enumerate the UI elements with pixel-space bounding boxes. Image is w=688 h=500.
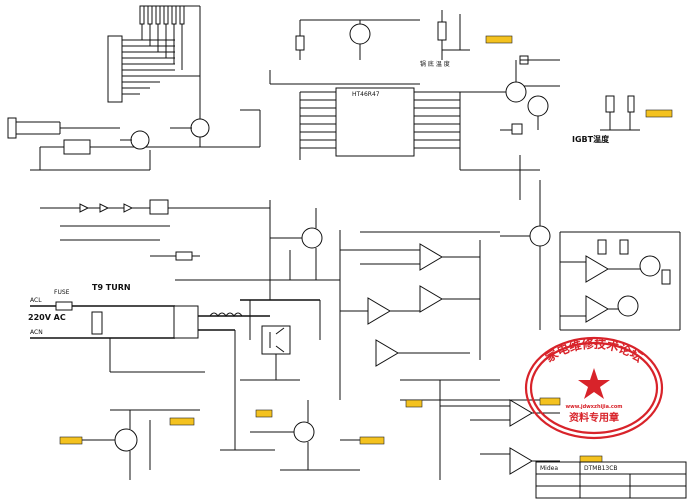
title-company: Midea (540, 465, 558, 472)
right-transistor (460, 155, 551, 330)
bottom-left-transistor (59, 409, 200, 480)
star-icon (578, 368, 610, 399)
tag-pan (485, 35, 513, 44)
mcu-chip: HT46R47 (269, 70, 461, 170)
comparator-group-bottom (400, 380, 603, 480)
pan-temp-label: 锅 底 温 度 (420, 60, 450, 68)
title-block: DTMB13CB Midea (535, 461, 687, 499)
tag-center-2 (255, 409, 273, 418)
watermark-stamp: 家电维修技术论坛 www.jdwxzhijia.com 资料专用章 (524, 336, 664, 440)
ac-input-section: T9 TURN ACL ACN 220V AC FUSE (28, 279, 275, 451)
tag-igbt (645, 109, 673, 118)
fuse-label: FUSE (54, 289, 70, 296)
igbt-temp-label: IGBT温度 (572, 134, 610, 144)
tag-center (359, 436, 385, 445)
comparator-group-right (559, 231, 681, 331)
stamp-bottom-text: 资料专用章 (569, 411, 619, 424)
acn-label: ACN (30, 329, 43, 336)
buzzer-driver (460, 55, 560, 135)
acl-label: ACL (30, 297, 42, 304)
tag-left-2 (169, 417, 195, 426)
stamp-top-text: 家电维修技术论坛 (542, 336, 645, 365)
turn-label: T9 TURN (92, 283, 131, 292)
led-resistor-bank (139, 5, 201, 100)
fan-transistor (295, 19, 420, 60)
tag-left (59, 436, 83, 445)
bottom-center-transistor (250, 399, 423, 471)
tag-center-3 (405, 399, 423, 408)
comparator-group-middle (339, 230, 500, 400)
choke-coil (209, 299, 321, 340)
rectifier-section (40, 199, 271, 300)
regulator-section (7, 100, 261, 171)
tag-bottom-1 (539, 397, 561, 406)
stamp-url: www.jdwxzhijia.com (565, 404, 622, 410)
igbt-temp-sensor: IGBT温度 (572, 95, 673, 144)
driver-transistor (270, 208, 340, 281)
mcu-label: HT46R47 (352, 91, 380, 98)
display-connector (107, 35, 175, 103)
title-model: DTMB13CB (584, 465, 618, 472)
power-input-label: 220V AC (28, 313, 66, 322)
igbt (240, 325, 300, 381)
pan-temp-sensor: 锅 底 温 度 (420, 10, 513, 68)
